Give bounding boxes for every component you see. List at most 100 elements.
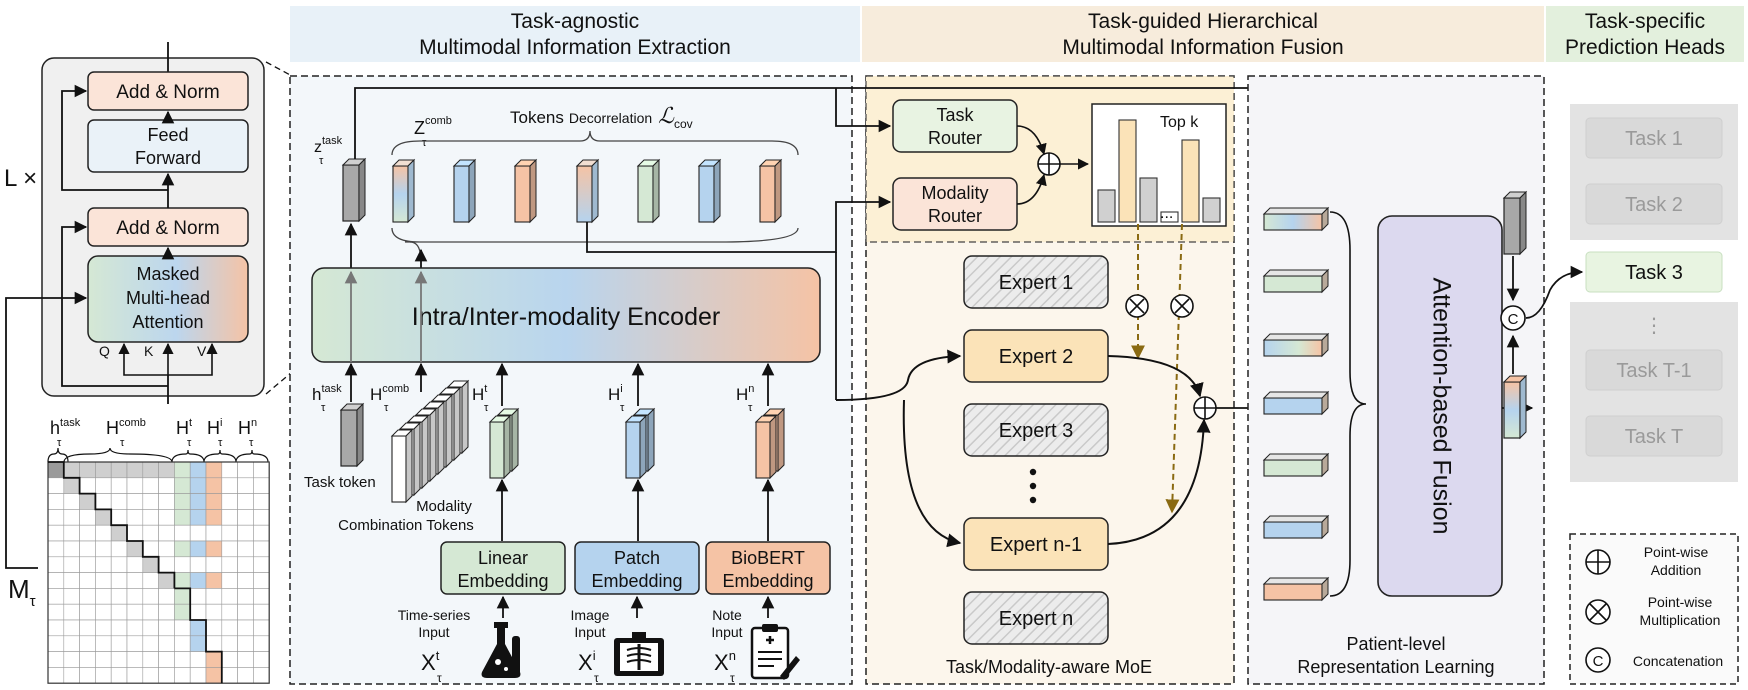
mask-cell [158,603,175,621]
mask-cell [142,588,159,605]
mask-cell [126,493,144,510]
h-comb-label: Hcomb [370,383,409,404]
mask-cell [110,556,128,573]
mask-cell [63,461,80,479]
mask-cell [174,461,191,479]
mask-cell [79,635,96,652]
mask-cell [142,619,159,637]
linear-embedding-label-2: Embedding [457,571,548,591]
mask-cell [174,619,191,637]
mask-cell [221,651,238,668]
task-3-box[interactable] [1585,251,1723,293]
mask-cell [158,509,175,526]
mask-cell [110,667,128,684]
transformer-block: L × Add & Norm Feed Forward Add & Norm M… [4,42,319,569]
mask-cell [158,477,175,494]
mask-cell [142,461,159,479]
mask-cell [63,667,80,684]
mask-cell [205,619,223,637]
patient-token [1262,332,1330,358]
mask-cell [237,477,254,494]
mask-cell [63,588,80,605]
biobert-embedding-label-1: BioBERT [731,548,805,568]
expert-n1-label: Expert n-1 [990,534,1082,556]
mask-brace-t [171,449,205,463]
mask-cell [221,556,238,573]
mask-cell [237,540,254,558]
mask-cell [189,635,207,652]
mask-cell [142,667,159,684]
mask-cell [237,588,254,605]
flask-icon [481,622,521,678]
top-k-ellipsis: ... [1160,205,1173,222]
add-norm-top-label: Add & Norm [116,82,219,103]
mask-cell [221,635,238,652]
expert-n1-to-sum [1107,418,1211,545]
task-t1-label: Task T-1 [1616,360,1691,382]
moe-panel: Task Router Modality Router Top k ... Ex… [835,75,1235,685]
mask-cell [253,588,270,605]
mask-h-i: Hi [207,417,222,438]
mask-cell [221,603,238,621]
z-task-token [341,157,367,223]
h-comb-sub: τ [384,402,389,414]
mask-cell [142,635,159,652]
mask-cell [79,540,96,558]
heads-dots: ⋮ [1644,315,1664,337]
mask-cell [63,477,80,494]
mask-cell [158,524,175,542]
fused-output-token [1502,374,1528,440]
mask-cell [142,603,159,621]
h-n-label: Hn [736,383,754,404]
mask-cell [174,588,191,605]
task-1-box [1585,117,1723,159]
mask-cell [126,603,144,621]
h-i-sub: τ [620,402,625,414]
legend-add-label-1: Point-wise [1644,544,1709,560]
modality-token [754,414,778,480]
mask-cell [95,524,112,542]
top-k-bar [1202,197,1221,223]
mask-cell [205,477,223,494]
mask-cell [110,619,128,637]
linear-embedding-label-1: Linear [478,548,528,568]
q-label: Q [99,343,110,359]
fusion-task-token [1502,190,1528,256]
k-label: K [144,343,154,359]
mask-grid-cells [47,461,270,684]
concat-to-task-3-arrow [1525,265,1584,319]
concat-icon-label: C [1508,311,1519,328]
z-task-sub: τ [319,155,324,167]
mask-cell [47,619,65,637]
h-t-token-stack [488,407,520,480]
mask-cell [205,556,223,573]
mask-cell [126,619,144,637]
mask-cell [95,556,112,573]
expert-1-label: Expert 1 [999,272,1073,294]
patient-token [1262,576,1330,602]
modality-combination-token [390,428,414,504]
mask-cell [253,572,270,589]
z-task-label: ztask [314,135,343,156]
mask-cell [158,588,175,605]
mask-cell [174,540,191,558]
mask-cell [237,619,254,637]
patient-token [1262,390,1330,416]
mask-cell [142,493,159,510]
mask-cell [174,651,191,668]
mask-cell [47,524,65,542]
expert-n-box [963,591,1109,645]
mask-cell [95,540,112,558]
mask-cell [221,667,238,684]
mask-cell [158,619,175,637]
mask-h-t-sub: τ [187,437,192,449]
z-comb-label: Zcomb [414,115,452,138]
mask-cell [205,540,223,558]
mask-cell [95,651,112,668]
mask-cell [189,461,207,479]
modality-comb-label-1: Modality [416,498,472,515]
mask-cell [126,509,144,526]
mask-cell [174,509,191,526]
x-t-label: Xt [421,648,440,675]
